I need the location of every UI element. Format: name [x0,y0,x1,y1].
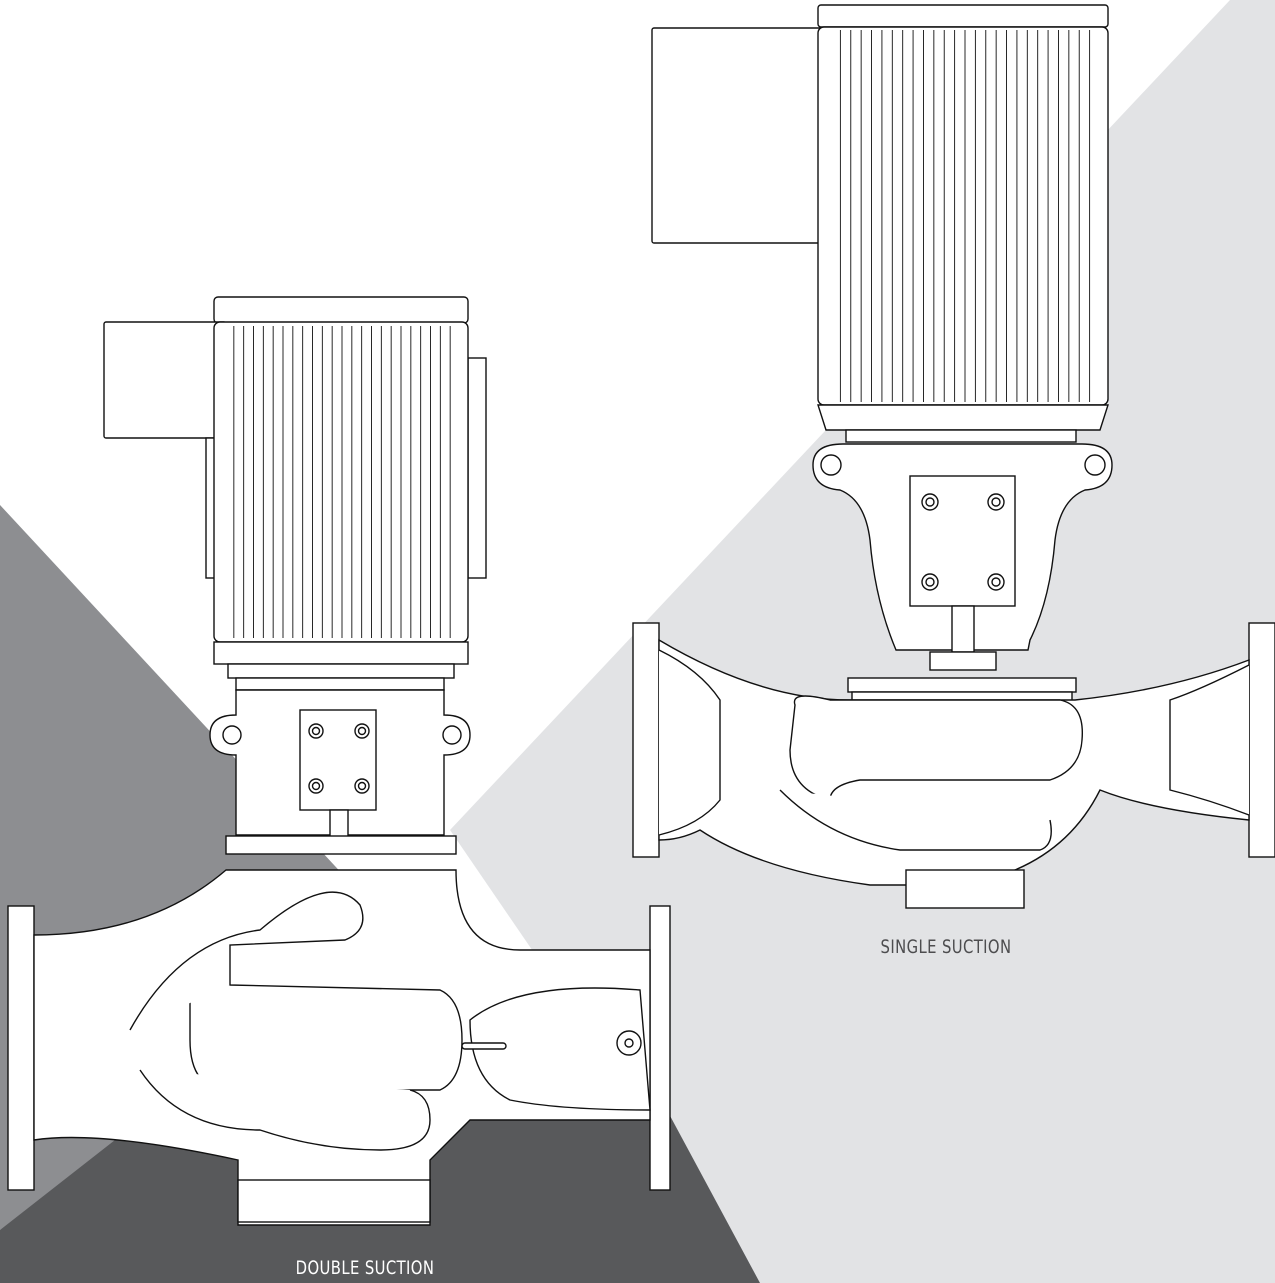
single-motor-fins [839,30,1091,402]
single-suction-pump [632,4,1275,909]
single-bolts [921,493,1005,591]
double-bolts [308,723,370,794]
double-suction-pump [7,296,671,1226]
double-suction-label: DOUBLE SUCTION [295,1257,435,1279]
double-motor-fins [233,326,451,638]
single-suction-label: SINGLE SUCTION [880,936,1012,958]
